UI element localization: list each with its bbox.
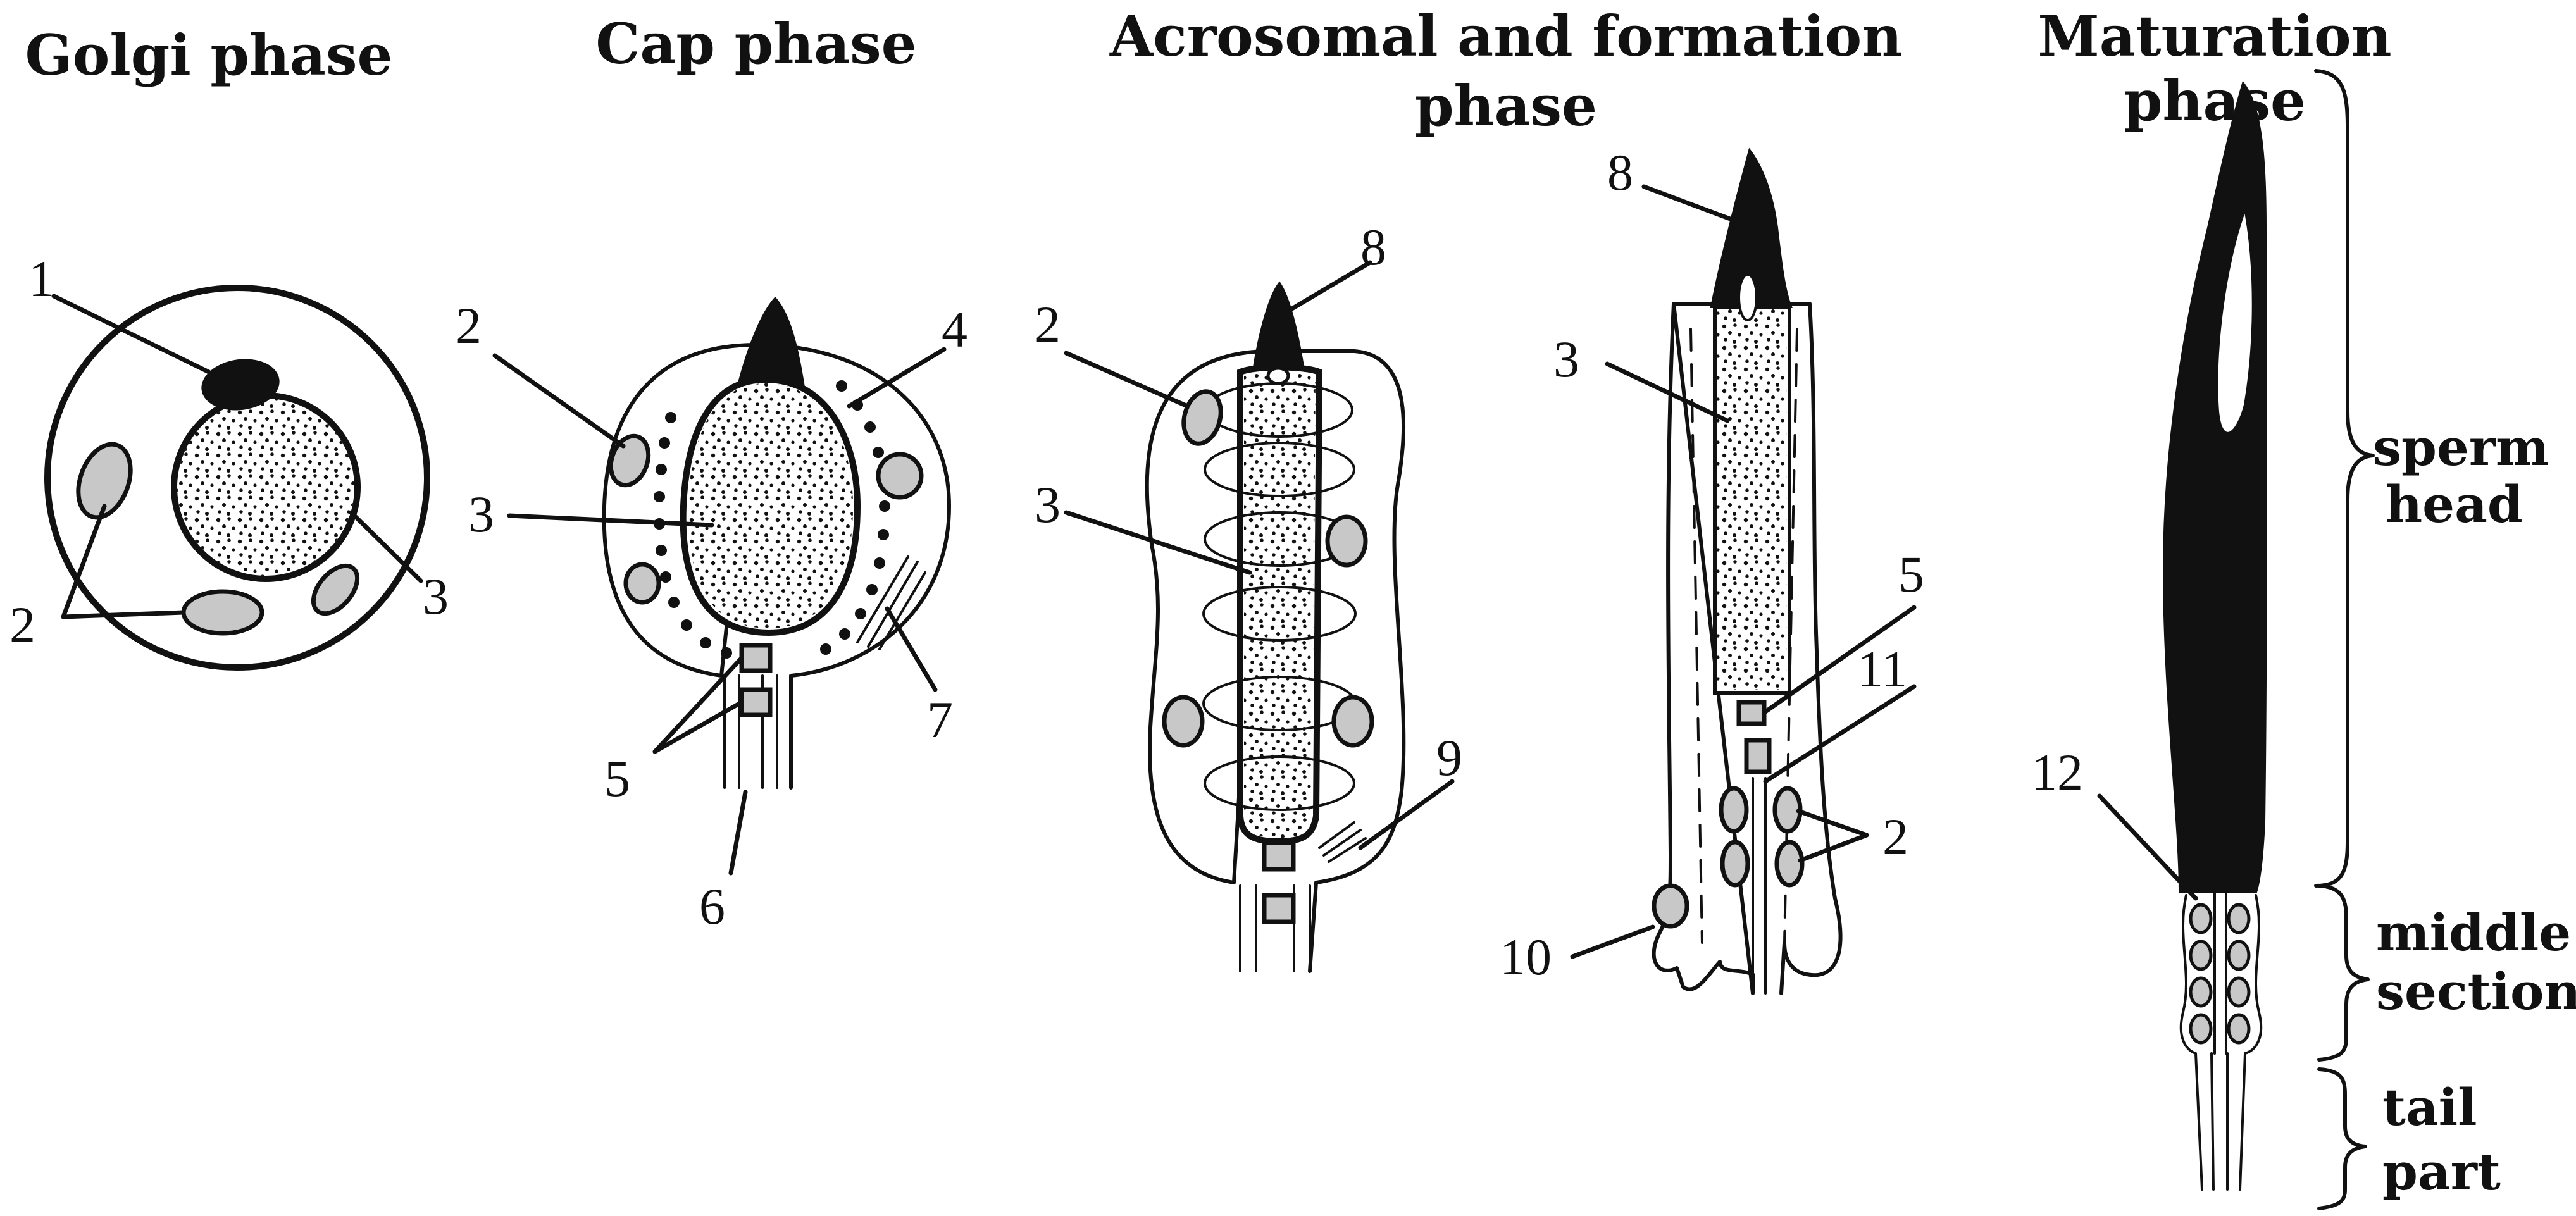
- acrosomal-label-2: 2: [1035, 295, 1061, 353]
- region-sperm-head-line2: head: [2386, 475, 2523, 534]
- region-sperm-head-line1: sperm: [2373, 418, 2549, 477]
- formation-phase-cell: [1570, 147, 1917, 995]
- formation-label-5: 5: [1898, 545, 1924, 603]
- formation-label-8: 8: [1607, 144, 1633, 201]
- region-tail-part-line2: part: [2382, 1142, 2501, 1201]
- brace-sperm-head: [2314, 69, 2375, 888]
- acrosomal-label-3: 3: [1035, 476, 1061, 533]
- title-acrosomal-phase-line2: phase: [1415, 73, 1597, 139]
- brace-tail-part: [2317, 1067, 2367, 1210]
- title-maturation-phase-line2: phase: [2124, 68, 2306, 133]
- golgi-label-3: 3: [423, 568, 449, 625]
- cap-label-2: 2: [456, 297, 482, 354]
- brace-middle-section: [2317, 884, 2370, 1062]
- formation-label-2: 2: [1882, 808, 1908, 865]
- title-cap-phase: Cap phase: [595, 11, 916, 77]
- maturation-phase-sperm: [2097, 80, 2267, 1191]
- title-acrosomal-phase-line1: Acrosomal and formation: [1109, 3, 1902, 69]
- cap-label-3: 3: [468, 485, 494, 543]
- cap-label-5: 5: [604, 750, 630, 807]
- formation-label-3: 3: [1553, 330, 1579, 388]
- acrosomal-label-8: 8: [1360, 218, 1386, 276]
- maturation-label-12: 12: [2031, 743, 2083, 801]
- formation-label-11: 11: [1857, 640, 1907, 698]
- region-braces: [2314, 69, 2375, 1210]
- cap-label-4: 4: [942, 301, 968, 358]
- golgi-label-2: 2: [9, 596, 35, 654]
- title-maturation-phase-line1: Maturation: [2038, 3, 2391, 69]
- golgi-phase-cell: [44, 285, 430, 671]
- region-middle-section-line2: section: [2376, 962, 2576, 1021]
- cap-label-6: 6: [699, 878, 725, 935]
- region-middle-section-line1: middle: [2376, 903, 2571, 962]
- cap-label-7: 7: [927, 691, 953, 748]
- title-golgi-phase: Golgi phase: [25, 22, 393, 88]
- golgi-label-1: 1: [28, 250, 54, 307]
- cap-phase-cell: [492, 296, 951, 876]
- formation-label-10: 10: [1500, 928, 1552, 986]
- region-tail-part-line1: tail: [2382, 1077, 2477, 1137]
- acrosomal-label-9: 9: [1436, 729, 1462, 786]
- acrosomal-phase-cell: [1064, 260, 1455, 973]
